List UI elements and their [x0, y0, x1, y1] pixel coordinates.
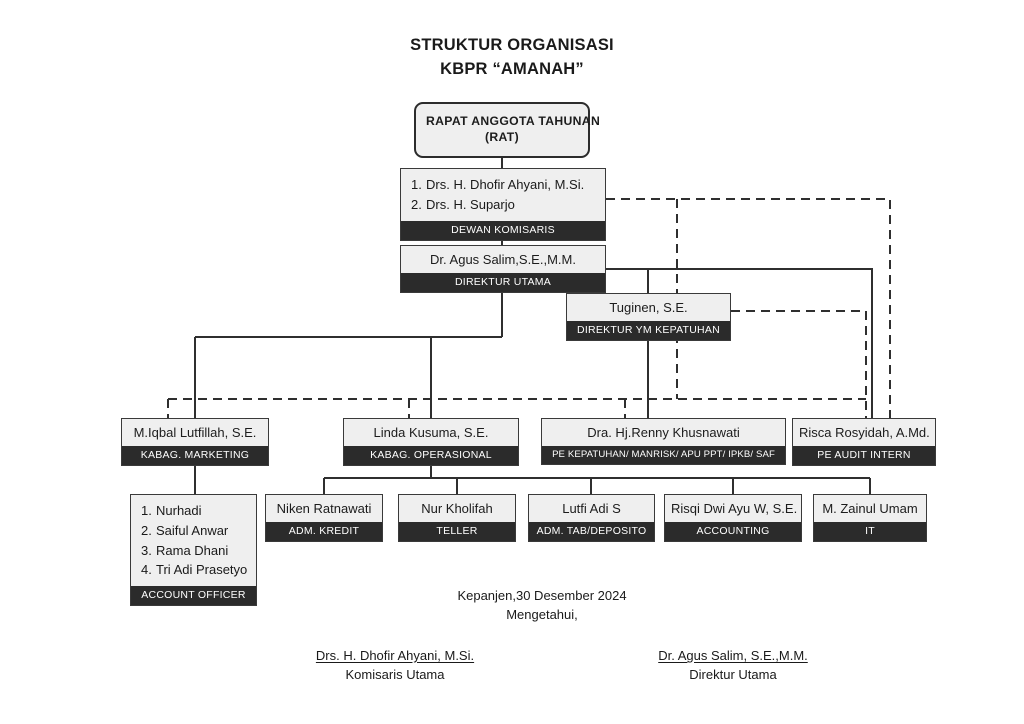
node-dewan-komisaris-names: 1. Drs. H. Dhofir Ahyani, M.Si. 2.Drs. H.… — [401, 169, 605, 221]
node-direktur-utama-name: Dr. Agus Salim,S.E.,M.M. — [430, 252, 576, 267]
node-adm-kredit[interactable]: Niken Ratnawati ADM. KREDIT — [265, 494, 383, 543]
list-item: 4.Tri Adi Prasetyo — [141, 560, 248, 580]
list-number: 2. — [141, 522, 152, 538]
node-direktur-utama-role: DIREKTUR UTAMA — [401, 273, 605, 293]
node-direktur-ym-kepatuhan-name: Tuginen, S.E. — [609, 300, 688, 315]
list-item: 1. Drs. H. Dhofir Ahyani, M.Si. — [411, 175, 597, 195]
node-teller-name: Nur Kholifah — [421, 501, 493, 516]
list-item: 1. Nurhadi — [141, 501, 248, 521]
node-dewan-komisaris-role: DEWAN KOMISARIS — [401, 220, 605, 240]
signature-right-role: Direktur Utama — [689, 667, 777, 682]
node-rat-label: RAPAT ANGGOTA TAHUNAN (RAT) — [416, 104, 600, 156]
node-kabag-marketing[interactable]: M.Iqbal Lutfillah, S.E. KABAG. MARKETING — [121, 418, 269, 467]
node-adm-tab-deposito-name: Lutfi Adi S — [562, 501, 621, 516]
node-account-officer-name-4: Tri Adi Prasetyo — [156, 562, 248, 578]
node-kabag-operasional-role: KABAG. OPERASIONAL — [344, 446, 518, 466]
edge-komisaris-audit-dashed — [606, 197, 892, 418]
node-teller[interactable]: Nur Kholifah TELLER — [398, 494, 516, 543]
node-accounting[interactable]: Risqi Dwi Ayu W, S.E. ACCOUNTING — [664, 494, 802, 543]
node-direktur-utama[interactable]: Dr. Agus Salim,S.E.,M.M. DIREKTUR UTAMA — [400, 245, 606, 294]
node-pe-audit-intern-name: Risca Rosyidah, A.Md. — [799, 425, 930, 440]
node-adm-tab-deposito-role: ADM. TAB/DEPOSITO — [529, 522, 654, 542]
node-dewan-komisaris-name-2: Drs. H. Suparjo — [426, 196, 515, 212]
node-it-name: M. Zainul Umam — [822, 501, 918, 516]
node-accounting-name: Risqi Dwi Ayu W, S.E. — [671, 501, 798, 516]
list-number: 1. — [411, 177, 422, 192]
node-kabag-marketing-name: M.Iqbal Lutfillah, S.E. — [133, 425, 257, 440]
signature-left-name: Drs. H. Dhofir Ahyani, M.Si. — [315, 648, 475, 663]
node-pe-audit-intern[interactable]: Risca Rosyidah, A.Md. PE AUDIT INTERN — [792, 418, 936, 467]
node-it[interactable]: M. Zainul Umam IT — [813, 494, 927, 543]
page-title: STRUKTUR ORGANISASI KBPR “AMANAH” — [0, 34, 1024, 82]
list-number: 2. — [411, 196, 422, 212]
node-dewan-komisaris-name-1: Drs. H. Dhofir Ahyani, M.Si. — [426, 177, 585, 192]
node-dewan-komisaris[interactable]: 1. Drs. H. Dhofir Ahyani, M.Si. 2.Drs. H.… — [400, 168, 606, 241]
node-teller-role: TELLER — [399, 522, 515, 542]
node-rat-line-1: RAPAT ANGGOTA TAHUNAN — [426, 114, 601, 128]
node-kabag-operasional-name: Linda Kusuma, S.E. — [373, 425, 489, 440]
signature-left-role: Komisaris Utama — [345, 667, 445, 682]
list-item: 3.Rama Dhani — [141, 541, 248, 561]
node-kabag-operasional[interactable]: Linda Kusuma, S.E. KABAG. OPERASIONAL — [343, 418, 519, 467]
list-item: 2.Saiful Anwar — [141, 521, 248, 541]
footer-acknowledgement: Mengetahui, — [506, 607, 578, 622]
edge-dirkep-bus-dashed — [731, 309, 868, 418]
node-account-officer[interactable]: 1. Nurhadi 2.Saiful Anwar 3.Rama Dhani 4.… — [130, 494, 257, 607]
list-number: 4. — [141, 562, 152, 578]
edge-dirut-audit — [606, 267, 874, 418]
node-kabag-marketing-role: KABAG. MARKETING — [122, 446, 268, 466]
node-account-officer-role: ACCOUNT OFFICER — [131, 586, 256, 606]
node-it-role: IT — [814, 522, 926, 542]
node-rat-line-2: (RAT) — [484, 130, 519, 145]
signature-right-name: Dr. Agus Salim, S.E.,M.M. — [658, 648, 808, 663]
list-number: 3. — [141, 542, 152, 558]
footer-place-date: Kepanjen,30 Desember 2024 — [457, 588, 627, 603]
node-account-officer-name-3: Rama Dhani — [156, 542, 229, 558]
node-rat[interactable]: RAPAT ANGGOTA TAHUNAN (RAT) — [414, 102, 600, 158]
page-title-line-2: KBPR “AMANAH” — [440, 59, 584, 78]
node-pe-kepatuhan-role: PE KEPATUHAN/ MANRISK/ APU PPT/ IPKB/ SA… — [542, 446, 785, 465]
node-account-officer-names: 1. Nurhadi 2.Saiful Anwar 3.Rama Dhani 4.… — [131, 495, 256, 586]
node-accounting-role: ACCOUNTING — [665, 522, 801, 542]
node-pe-kepatuhan[interactable]: Dra. Hj.Renny Khusnawati PE KEPATUHAN/ M… — [541, 418, 786, 466]
list-item: 2.Drs. H. Suparjo — [411, 195, 597, 215]
page-title-line-1: STRUKTUR ORGANISASI — [410, 36, 614, 54]
node-adm-kredit-role: ADM. KREDIT — [266, 522, 382, 542]
node-adm-kredit-name: Niken Ratnawati — [276, 501, 372, 516]
node-account-officer-name-1: Nurhadi — [156, 503, 202, 518]
node-account-officer-name-2: Saiful Anwar — [156, 522, 229, 538]
list-number: 1. — [141, 503, 152, 518]
node-pe-kepatuhan-name: Dra. Hj.Renny Khusnawati — [587, 425, 740, 440]
node-direktur-ym-kepatuhan-role: DIREKTUR YM KEPATUHAN — [567, 321, 730, 341]
node-adm-tab-deposito[interactable]: Lutfi Adi S ADM. TAB/DEPOSITO — [528, 494, 655, 543]
node-direktur-ym-kepatuhan[interactable]: Tuginen, S.E. DIREKTUR YM KEPATUHAN — [566, 293, 731, 342]
node-pe-audit-intern-role: PE AUDIT INTERN — [793, 446, 935, 466]
